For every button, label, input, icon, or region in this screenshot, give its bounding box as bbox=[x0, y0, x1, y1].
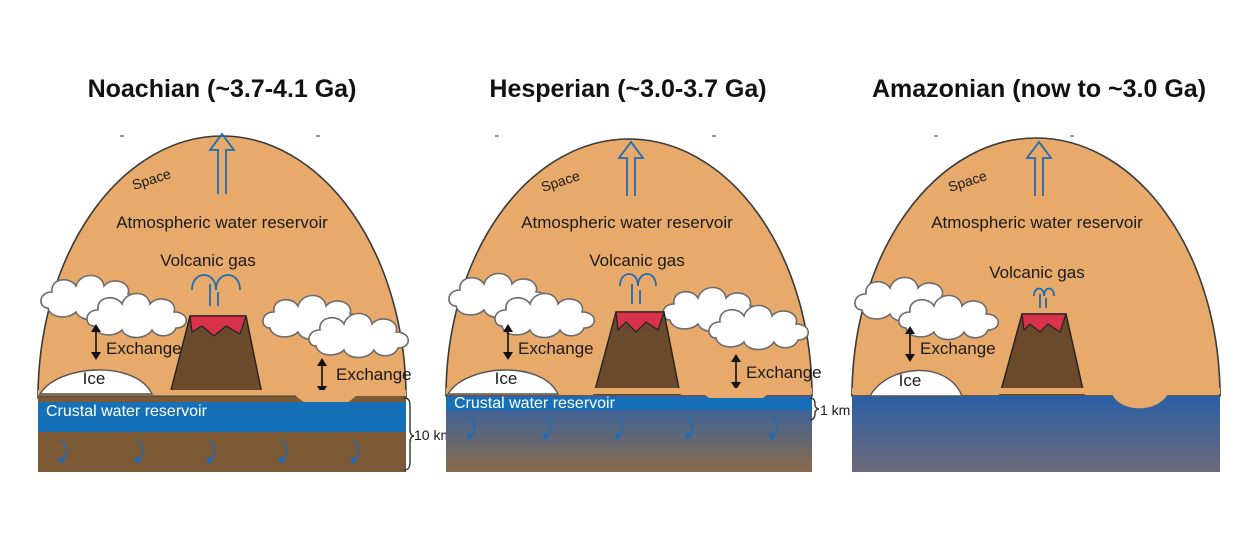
exchange-label-right: Exchange bbox=[336, 365, 412, 384]
gas-plume-icon bbox=[191, 274, 241, 306]
crustal-water-label: Crustal water reservoir bbox=[46, 403, 208, 420]
atmosphere-label: Atmospheric water reservoir bbox=[931, 213, 1143, 232]
ice-cap bbox=[868, 369, 964, 397]
depth-bracket bbox=[403, 397, 415, 471]
ice-label: Ice bbox=[83, 369, 106, 388]
exchange-label-left: Exchange bbox=[518, 339, 594, 358]
depth-label: 1 km bbox=[820, 402, 850, 418]
panel-amazonian: Amazonian (now to ~3.0 Ga) Space Atmosph… bbox=[851, 75, 1221, 472]
panel-title: Noachian (~3.7-4.1 Ga) bbox=[88, 75, 357, 103]
volcanic-gas-label: Volcanic gas bbox=[160, 251, 255, 270]
gas-plume-icon bbox=[619, 273, 657, 304]
depth-label: 10 km bbox=[414, 427, 452, 443]
ice-label: Ice bbox=[899, 371, 922, 390]
atmosphere-label: Atmospheric water reservoir bbox=[116, 213, 328, 232]
panel-noachian: Noachian (~3.7-4.1 Ga) Space Atmospheric… bbox=[37, 75, 452, 472]
depth-bracket bbox=[809, 397, 820, 421]
crustal-water-label: Crustal water reservoir bbox=[454, 395, 616, 412]
crust-subsurface bbox=[852, 396, 1220, 472]
gas-plume-icon bbox=[1033, 287, 1055, 308]
ice-cap bbox=[446, 369, 560, 395]
exchange-label-left: Exchange bbox=[920, 339, 996, 358]
ice-cap bbox=[38, 369, 154, 395]
volcanic-gas-label: Volcanic gas bbox=[989, 263, 1084, 282]
exchange-label-left: Exchange bbox=[106, 339, 182, 358]
panel-hesperian: Hesperian (~3.0-3.7 Ga) Space Atmospheri… bbox=[445, 75, 850, 472]
crustal-water-reservoir bbox=[446, 398, 812, 410]
ice-label: Ice bbox=[495, 369, 518, 388]
volcano-icon bbox=[169, 315, 263, 395]
escape-arrow-icon bbox=[208, 132, 236, 194]
atmosphere-label: Atmospheric water reservoir bbox=[521, 213, 733, 232]
crustal-water-reservoir bbox=[38, 402, 406, 432]
escape-arrow-icon bbox=[617, 140, 645, 196]
panel-title: Hesperian (~3.0-3.7 Ga) bbox=[489, 75, 766, 103]
panel-title: Amazonian (now to ~3.0 Ga) bbox=[872, 75, 1206, 103]
volcano-icon bbox=[999, 313, 1085, 395]
escape-arrow-icon bbox=[1025, 140, 1053, 196]
volcanic-gas-label: Volcanic gas bbox=[589, 251, 684, 270]
exchange-label-right: Exchange bbox=[746, 363, 822, 382]
